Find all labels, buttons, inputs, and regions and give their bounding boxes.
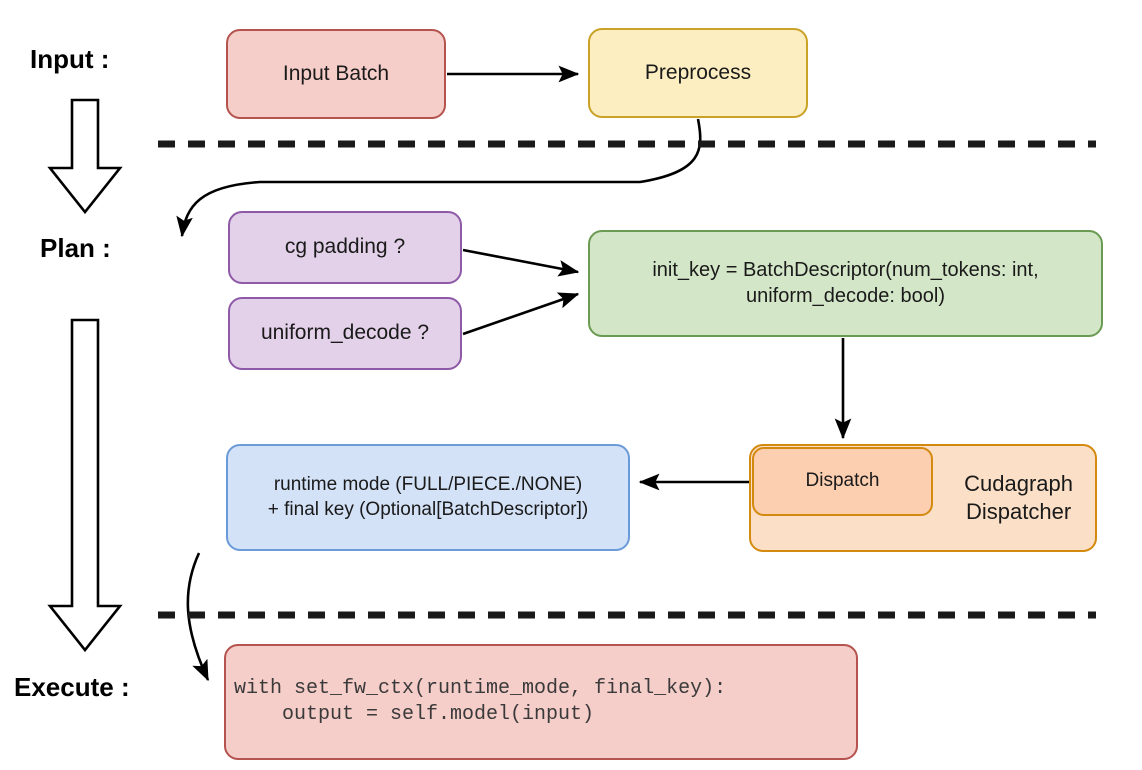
node-input-batch[interactable]: Input Batch [226,29,446,119]
node-cg-padding[interactable]: cg padding ? [228,211,462,284]
stage-label-execute: Execute : [14,672,130,702]
stage-label-plan: Plan : [40,233,111,263]
flow-arrow-bottom-icon [47,318,123,653]
connector-runtime-mode-to-execute-code [186,552,210,682]
stage-label-input: Input : [30,44,110,74]
node-dispatch[interactable]: Dispatch [752,447,933,516]
node-execute-code[interactable]: with set_fw_ctx(runtime_mode, final_key)… [224,644,858,760]
node-preprocess[interactable]: Preprocess [588,28,808,118]
connector-cg-padding-to-init-key [462,248,580,277]
node-init-key[interactable]: init_key = BatchDescriptor(num_tokens: i… [588,230,1103,337]
flow-arrow-top-icon [47,98,123,215]
connector-uniform-decode-to-init-key [462,292,580,336]
node-uniform-decode[interactable]: uniform_decode ? [228,297,462,370]
node-runtime-mode[interactable]: runtime mode (FULL/PIECE./NONE) + final … [226,444,630,551]
